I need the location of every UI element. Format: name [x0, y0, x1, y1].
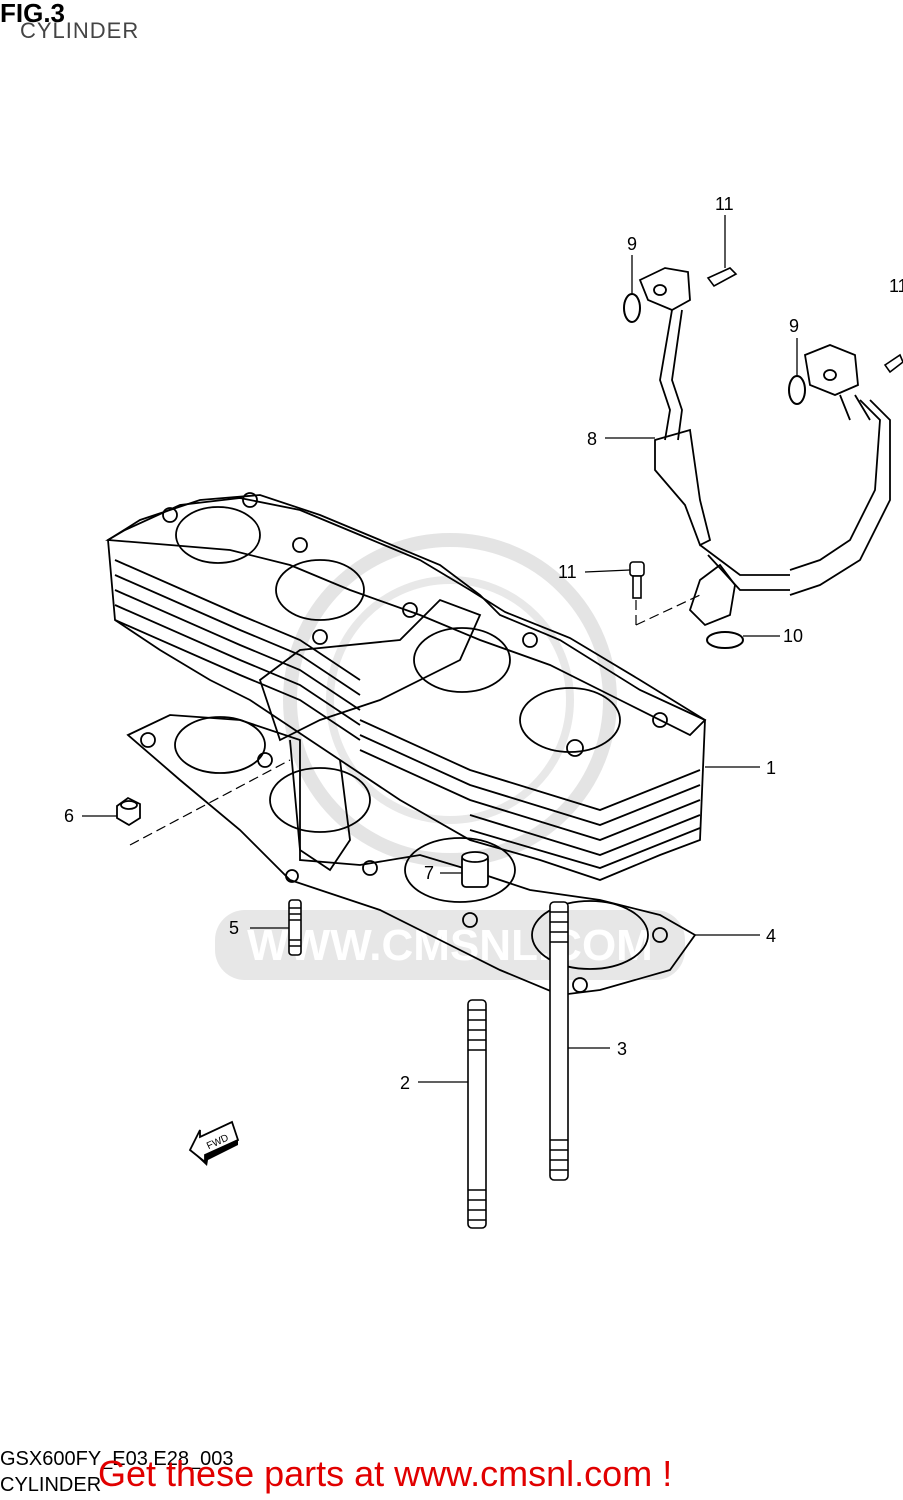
- alignment-lines: [129, 594, 701, 846]
- long-stud-right: [549, 901, 569, 1181]
- callout-9a: 9: [627, 234, 637, 254]
- callout-3: 3: [617, 1039, 627, 1059]
- long-stud-left: [467, 999, 487, 1229]
- figure-label: FIG.3: [0, 0, 66, 28]
- callout-5: 5: [229, 918, 239, 938]
- callout-10: 10: [783, 626, 803, 646]
- callout-11c: 11: [558, 562, 577, 582]
- cta-link[interactable]: Get these parts at www.cmsnl.com !: [98, 1453, 673, 1494]
- section-name: CYLINDER: [0, 1474, 102, 1496]
- callout-8: 8: [587, 429, 597, 449]
- forward-arrow-icon: FWD: [188, 1120, 240, 1166]
- nut: [116, 796, 141, 827]
- short-stud: [288, 899, 302, 956]
- callout-9b: 9: [789, 316, 799, 336]
- callout-11a: 11: [715, 194, 734, 214]
- callout-11b: 11: [889, 276, 903, 296]
- bolts: [629, 267, 903, 599]
- o-rings: [623, 293, 806, 649]
- callout-1: 1: [766, 758, 776, 778]
- callout-7: 7: [424, 863, 434, 883]
- oil-hose-assembly: [638, 267, 891, 627]
- callout-6: 6: [64, 806, 74, 826]
- callout-4: 4: [766, 926, 776, 946]
- callouts: 1 2 3 4 5 6 7 8 9 9 10 11 11 11: [64, 194, 903, 1093]
- model-code: GSX600FY_E03,E28_003: [0, 1448, 234, 1470]
- dowel-pin: [461, 851, 489, 888]
- callout-2: 2: [400, 1073, 410, 1093]
- leader-lines: [82, 215, 798, 1083]
- cylinder-block: [105, 492, 707, 881]
- figure-subtitle: CYLINDER: [20, 18, 140, 43]
